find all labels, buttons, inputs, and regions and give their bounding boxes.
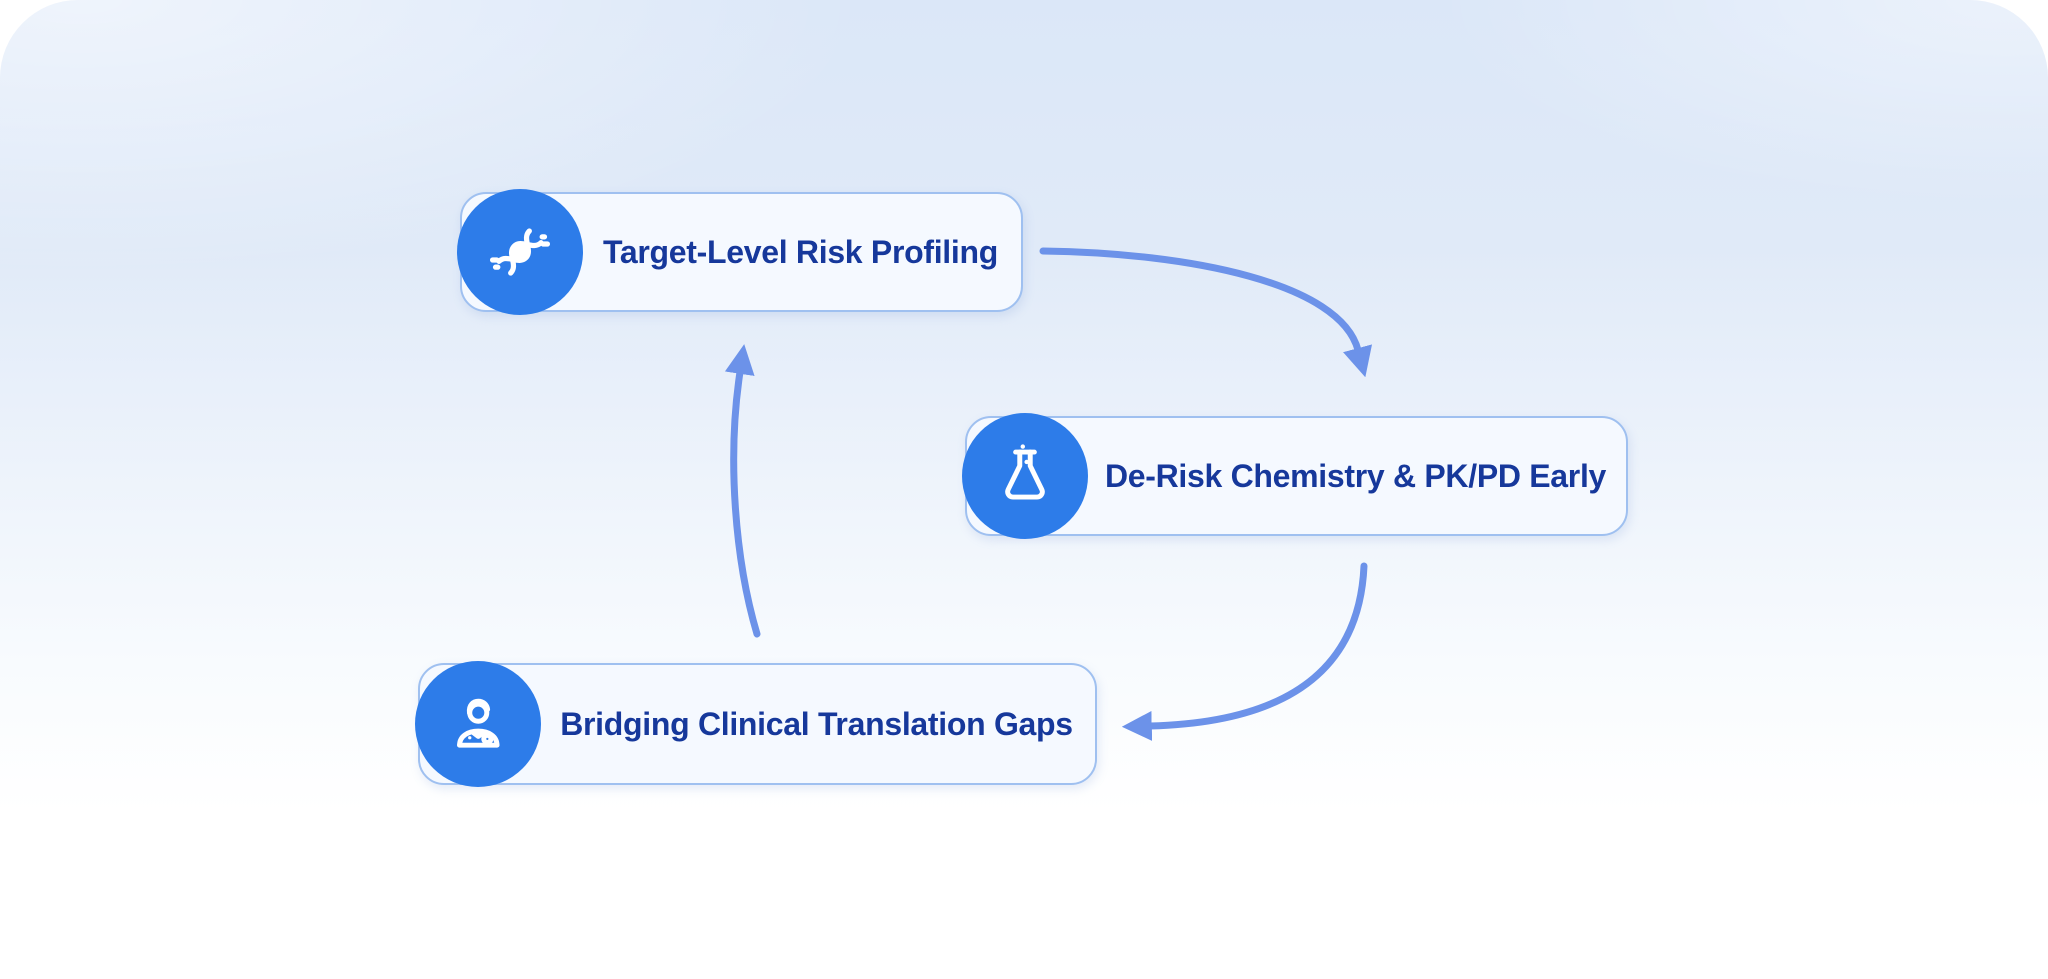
- node-label: Bridging Clinical Translation Gaps: [560, 705, 1073, 742]
- node-de-risk-chemistry-pkpd: De-Risk Chemistry & PK/PD Early: [962, 413, 1628, 539]
- node-label: Target-Level Risk Profiling: [603, 233, 998, 270]
- arrow-clinical-to-target: [724, 344, 761, 638]
- node-label: De-Risk Chemistry & PK/PD Early: [1104, 457, 1607, 494]
- arrow-chemistry-to-clinical: [1121, 562, 1368, 741]
- node-bridging-clinical-translation-gaps: Bridging Clinical Translation Gaps: [415, 661, 1097, 787]
- dna-icon: [457, 189, 583, 315]
- arrow-target-to-chemistry: [1039, 247, 1373, 378]
- doctor-icon: [415, 661, 541, 787]
- node-target-level-risk-profiling: Target-Level Risk Profiling: [457, 189, 1023, 315]
- flask-icon: [962, 413, 1088, 539]
